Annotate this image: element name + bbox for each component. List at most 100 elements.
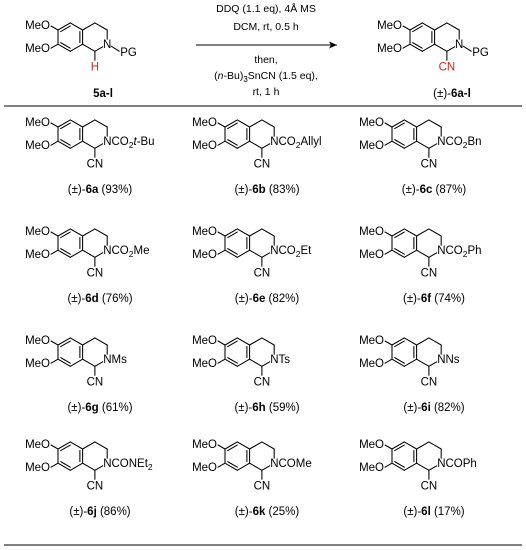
bond — [50, 340, 59, 346]
bond — [50, 462, 59, 468]
bond — [69, 441, 84, 450]
bond — [217, 462, 226, 468]
bond — [50, 140, 59, 146]
bond — [261, 252, 271, 258]
double-bond — [60, 248, 71, 255]
meo-bottom-label: MeO — [359, 249, 384, 261]
bond — [82, 249, 96, 258]
bond — [224, 358, 238, 367]
bond — [416, 462, 430, 471]
hydrogen-label: H — [91, 61, 99, 73]
bond — [384, 340, 393, 346]
cyano-label: CN — [421, 158, 438, 170]
cyano-label: CN — [421, 267, 438, 279]
cyano-label: CN — [254, 267, 271, 279]
bond — [416, 358, 430, 367]
bond — [82, 228, 96, 237]
bond — [224, 441, 238, 450]
bond — [428, 441, 442, 450]
meo-bottom-label: MeO — [192, 462, 217, 474]
n-substituent-label: NCO2Allyl — [270, 136, 321, 150]
bond — [94, 119, 108, 128]
bond — [428, 143, 438, 149]
bond — [69, 462, 84, 471]
bond — [249, 462, 263, 471]
meo-top-label: MeO — [359, 226, 384, 238]
bond — [416, 441, 430, 450]
meo-top-label: MeO — [25, 226, 50, 238]
bond — [224, 337, 238, 346]
meo-top-label: MeO — [377, 20, 402, 32]
cyano-label: CN — [439, 61, 456, 73]
n-substituent-label: NCO2Bn — [437, 136, 481, 150]
meo-top-label: MeO — [192, 226, 217, 238]
meo-top-label: MeO — [25, 20, 50, 32]
n-substituent-label: NCO2Me — [103, 245, 149, 259]
n-substituent-label: NTs — [270, 354, 290, 366]
meo-top-label: MeO — [359, 439, 384, 451]
bond — [391, 441, 405, 450]
condition-line-4: (n-Bu)3SnCN (1.5 eq), — [214, 70, 318, 84]
bond — [391, 462, 405, 471]
bond — [57, 441, 71, 450]
bond — [428, 119, 442, 128]
cyano-label: CN — [87, 480, 104, 492]
double-bond — [60, 122, 71, 130]
bond — [50, 231, 59, 237]
meo-bottom-label: MeO — [25, 43, 50, 55]
double-bond — [394, 357, 405, 364]
bond — [94, 337, 108, 346]
pg-label: PG — [472, 47, 489, 59]
bond — [434, 43, 448, 52]
double-bond — [60, 231, 71, 239]
bond — [69, 22, 84, 31]
bond — [217, 122, 226, 128]
double-bond — [394, 461, 405, 468]
bond — [428, 252, 438, 258]
bond — [50, 249, 59, 255]
bond — [421, 22, 436, 31]
bond — [403, 140, 418, 149]
bond — [57, 43, 71, 52]
bond — [391, 249, 405, 258]
bond — [236, 337, 251, 346]
double-bond — [227, 444, 238, 452]
compound-label: (±)-6f (74%) — [403, 293, 465, 305]
bond — [69, 140, 84, 149]
bond — [82, 43, 96, 52]
n-substituent-label: NNs — [437, 354, 460, 366]
bond — [384, 358, 393, 364]
meo-bottom-label: MeO — [192, 140, 217, 152]
bond — [236, 119, 251, 128]
reactant-label: 5a-l — [93, 88, 113, 100]
bond — [50, 444, 59, 450]
nitrogen-label: N — [455, 39, 463, 51]
meo-bottom-label: MeO — [25, 462, 50, 474]
bond — [236, 228, 251, 237]
bond — [416, 140, 430, 149]
meo-bottom-label: MeO — [359, 358, 384, 370]
bond — [217, 231, 226, 237]
bond — [402, 43, 411, 49]
bond — [409, 22, 423, 31]
bond — [428, 228, 442, 237]
bond — [69, 119, 84, 128]
bond — [94, 465, 104, 471]
bond — [217, 249, 226, 255]
bond — [428, 337, 442, 346]
compound-label: (±)-6d (76%) — [67, 293, 132, 305]
bond — [236, 358, 251, 367]
compound-label: (±)-6l (17%) — [403, 506, 464, 518]
